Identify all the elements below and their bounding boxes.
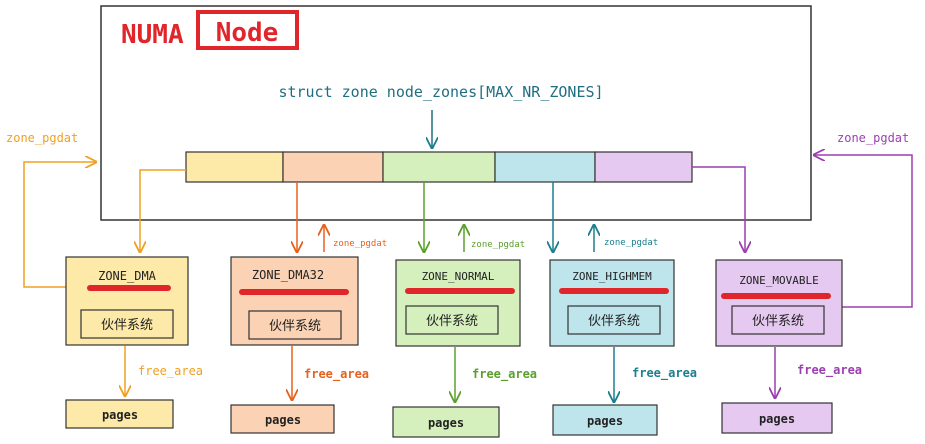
arrow-zone-movable-pgdat xyxy=(814,155,913,308)
numa-node-frame xyxy=(100,5,812,221)
zone-normal-pages: pages xyxy=(428,416,464,430)
zone-highmem-free-area: free_area xyxy=(632,366,697,381)
zone-movable-name: ZONE_MOVABLE xyxy=(739,274,818,287)
title-numa: NUMA xyxy=(121,20,184,50)
array-cell-highmem xyxy=(494,151,596,183)
zone-movable-free-area: free_area xyxy=(797,363,862,378)
zone-highmem-pgdat-label: zone_pgdat xyxy=(604,238,658,248)
zone-dma-buddy-box xyxy=(80,309,174,339)
title-node: Node xyxy=(216,18,279,48)
zone-dma32-buddy-box xyxy=(248,310,342,340)
zone-normal-buddy: 伙伴系统 xyxy=(426,314,478,329)
zone-dma32-free-area: free_area xyxy=(304,367,369,382)
zone-movable-pages-box xyxy=(721,402,833,434)
zone-dma-free-area: free_area xyxy=(138,364,203,378)
zone-dma-pages: pages xyxy=(102,408,138,422)
array-cell-movable xyxy=(594,151,693,183)
zone-normal-name: ZONE_NORMAL xyxy=(422,270,495,283)
zone-dma-buddy: 伙伴系统 xyxy=(101,318,153,333)
zone-movable-pgdat-label: zone_pgdat xyxy=(837,131,909,145)
zone-dma32-name: ZONE_DMA32 xyxy=(252,268,324,282)
zone-dma-name: ZONE_DMA xyxy=(98,269,157,283)
arrow-cell-to-zone-movable xyxy=(692,166,745,252)
array-cell-dma xyxy=(185,151,284,183)
zone-dma-pages-box xyxy=(65,399,174,429)
array-cell-dma32 xyxy=(282,151,384,183)
zone-movable-buddy: 伙伴系统 xyxy=(752,314,804,329)
zone-movable-pages: pages xyxy=(759,412,795,426)
arrow-zone-dma-pgdat xyxy=(23,162,96,288)
zone-dma32-pgdat-label: zone_pgdat xyxy=(333,239,387,249)
zone-highmem-name: ZONE_HIGHMEM xyxy=(572,270,652,283)
title-node-box xyxy=(196,10,299,50)
zone-normal-free-area: free_area xyxy=(472,367,537,382)
zone-normal-buddy-box xyxy=(405,305,499,335)
zone-highmem-pages: pages xyxy=(587,414,623,428)
zone-dma32-pages: pages xyxy=(265,413,301,427)
arrow-cell-to-zone-dma xyxy=(140,169,186,252)
zone-dma-pgdat-label: zone_pgdat xyxy=(6,131,78,145)
zone-movable-buddy-box xyxy=(731,305,825,335)
zone-highmem-pages-box xyxy=(552,404,658,436)
array-cell-normal xyxy=(382,151,496,183)
zone-dma32-buddy: 伙伴系统 xyxy=(269,319,321,334)
zone-highmem-buddy-box xyxy=(567,305,661,335)
zone-normal-pages-box xyxy=(392,406,500,438)
zone-highmem-buddy: 伙伴系统 xyxy=(588,314,640,329)
struct-label: struct zone node_zones[MAX_NR_ZONES] xyxy=(278,83,603,101)
zone-dma32-pages-box xyxy=(230,404,335,434)
zone-normal-pgdat-label: zone_pgdat xyxy=(471,240,525,250)
